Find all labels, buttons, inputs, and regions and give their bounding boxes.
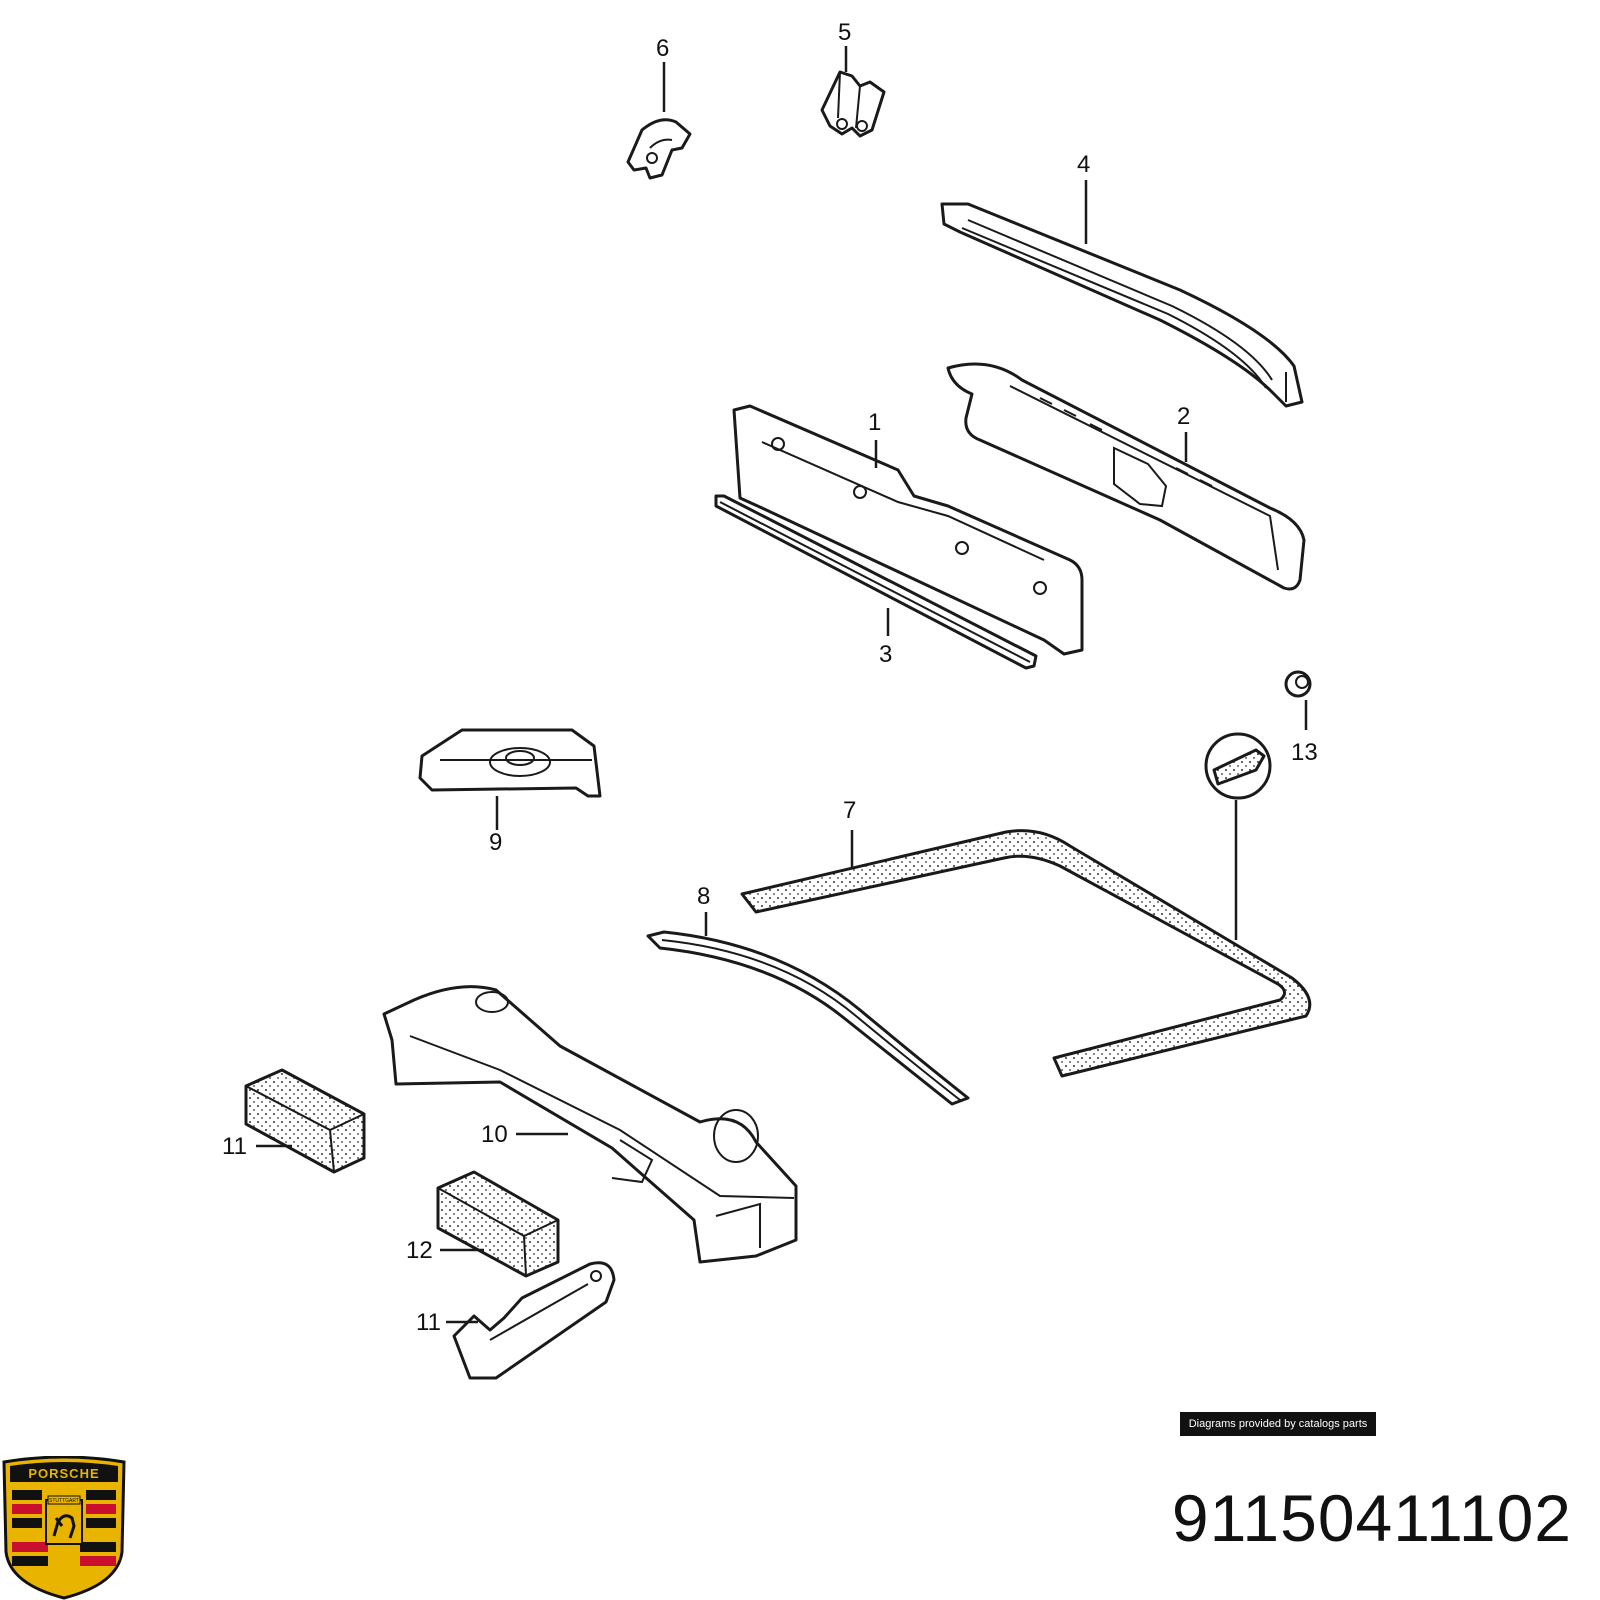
callout-12-upper: 11 [222, 1133, 247, 1160]
part-number: 91150411102 [1171, 1481, 1572, 1555]
callout-7: 7 [843, 797, 856, 824]
part-10-longitudinal[interactable] [382, 985, 798, 1264]
callout-9: 9 [489, 829, 502, 856]
part-12-foam-block-lower[interactable] [436, 1170, 560, 1278]
part-1-panel[interactable] [732, 404, 1084, 656]
part-11-bracket-plate[interactable] [452, 1261, 616, 1380]
diagram-credit-banner: Diagrams provided by catalogs parts [1180, 1412, 1376, 1436]
callout-8: 8 [697, 883, 710, 910]
part-7-foam-seal[interactable] [740, 829, 1312, 1078]
part-12-foam-block-upper[interactable] [244, 1068, 366, 1174]
part-2-cross-member[interactable] [946, 362, 1306, 591]
part-5-hinge[interactable] [820, 70, 886, 138]
part-6-bracket[interactable] [626, 118, 692, 180]
callout-3: 3 [879, 641, 892, 668]
part-3-seal-strip[interactable] [714, 494, 1038, 670]
callout-4: 4 [1077, 151, 1090, 178]
callout-5: 5 [838, 19, 851, 46]
seal-detail-circle [1204, 732, 1272, 800]
svg-text:PORSCHE: PORSCHE [28, 1466, 99, 1481]
porsche-crest-logo: PORSCHE STUTTGART [2, 1456, 126, 1600]
callout-13: 13 [1291, 739, 1318, 766]
part-8-curved-strip[interactable] [646, 930, 970, 1106]
svg-text:STUTTGART: STUTTGART [49, 1498, 79, 1504]
callout-6: 6 [656, 35, 669, 62]
callout-2: 2 [1177, 403, 1190, 430]
part-9-bracket[interactable] [418, 728, 602, 798]
part-13-grommet[interactable] [1284, 670, 1312, 698]
callout-11-label: 11 [416, 1309, 441, 1336]
callout-12-lower: 12 [406, 1237, 433, 1264]
callout-1: 1 [868, 409, 881, 436]
callout-10: 10 [481, 1121, 508, 1148]
part-4-rail[interactable] [940, 202, 1304, 408]
